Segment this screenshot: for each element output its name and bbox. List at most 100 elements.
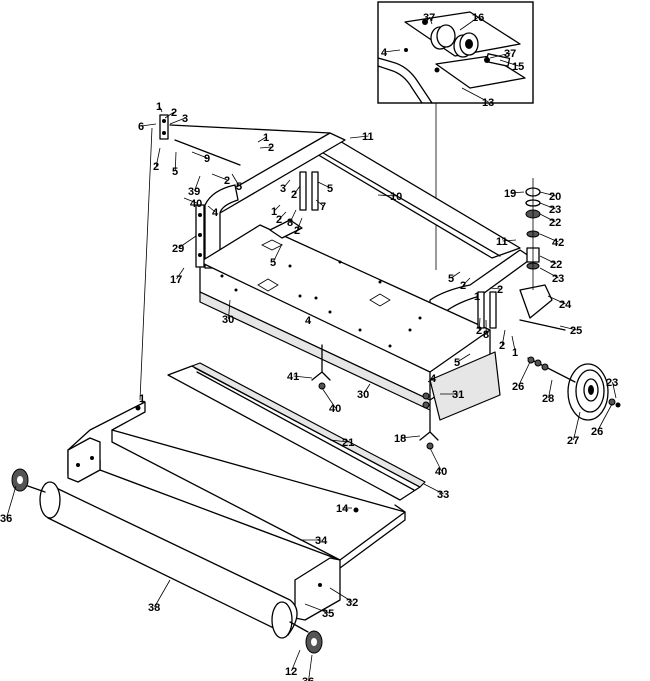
leader-c37b	[489, 52, 511, 59]
leader-c5f	[457, 353, 471, 363]
leader-c2k	[501, 329, 506, 346]
leader-c3b	[282, 179, 291, 189]
leader-c32	[329, 587, 353, 603]
callout-c24: 24	[559, 299, 572, 311]
leader-c36a	[6, 485, 17, 519]
leader-c37a	[429, 16, 433, 25]
callout-c2j: 2	[476, 325, 482, 337]
leader-c12	[291, 649, 301, 672]
leader-c2e	[293, 185, 301, 195]
leader-c41	[293, 375, 313, 379]
callout-c1e: 1	[512, 347, 518, 359]
main-frame	[139, 114, 553, 421]
callout-c13: 13	[482, 97, 494, 109]
leader-c4a	[384, 49, 401, 53]
leader-c42	[539, 233, 559, 243]
callout-c41: 41	[287, 371, 299, 383]
callout-c8b: 8	[483, 329, 489, 341]
callout-c39: 39	[188, 186, 200, 198]
callout-c5a: 5	[172, 166, 178, 178]
leader-c7	[315, 199, 324, 207]
callout-c1c: 1	[271, 206, 277, 218]
callout-c37a: 37	[423, 12, 435, 24]
callout-c18: 18	[394, 433, 406, 445]
callout-c11b: 11	[496, 236, 508, 248]
leader-c40b	[321, 387, 336, 409]
detail-inset	[377, 1, 534, 104]
callout-c1f: 1	[139, 393, 145, 405]
leader-c30b	[363, 383, 371, 395]
leader-c20	[539, 191, 556, 197]
callout-c2e: 2	[291, 189, 297, 201]
leader-c1a	[158, 105, 163, 113]
leader-c4b	[207, 205, 216, 213]
leader-lines	[6, 16, 617, 681]
leader-c2g	[296, 217, 303, 231]
callout-c5e: 5	[448, 273, 454, 285]
callout-c22b: 22	[550, 259, 562, 271]
leader-c26a	[518, 361, 531, 387]
callout-c40a: 40	[190, 198, 202, 210]
callout-c5d: 5	[270, 257, 276, 269]
callout-c21: 21	[342, 437, 354, 449]
callout-c14: 14	[336, 503, 349, 515]
callout-c7: 7	[320, 201, 326, 213]
callout-c6: 6	[138, 121, 144, 133]
leader-c40c	[429, 447, 442, 472]
leader-c11b	[502, 239, 517, 242]
leader-c1d	[476, 291, 479, 297]
callout-c30b: 30	[357, 389, 369, 401]
leader-c21	[329, 439, 349, 443]
leader-c23c	[612, 381, 617, 399]
leader-c27	[573, 411, 581, 441]
leader-c10	[377, 194, 397, 197]
callout-c1a: 1	[156, 101, 162, 113]
leader-c2a	[164, 111, 175, 119]
leader-c29	[178, 235, 197, 249]
callout-c20: 20	[549, 191, 561, 203]
callout-c2d: 2	[224, 175, 230, 187]
callout-c37b: 37	[504, 48, 516, 60]
leader-c15	[499, 59, 519, 67]
callout-c2a: 2	[171, 107, 177, 119]
callout-c34: 34	[315, 535, 328, 547]
callout-c4c: 4	[305, 315, 312, 327]
callout-c29: 29	[172, 243, 184, 255]
callout-c35: 35	[322, 608, 334, 620]
leader-c4c	[307, 319, 311, 323]
callout-c3a: 3	[182, 113, 188, 125]
leader-c2c	[259, 146, 272, 149]
callout-c38: 38	[148, 602, 160, 614]
callout-c2g: 2	[294, 225, 300, 237]
gauge-wheel	[519, 319, 621, 421]
callout-c27: 27	[567, 435, 579, 447]
callout-c15: 15	[512, 61, 524, 73]
callout-c23b: 23	[552, 273, 564, 285]
callout-c5f: 5	[454, 357, 460, 369]
callout-c3b: 3	[280, 183, 286, 195]
leader-c11a	[349, 135, 369, 139]
leader-c4d	[427, 377, 434, 383]
leader-c22a	[539, 213, 556, 223]
callout-c4a: 4	[381, 47, 388, 59]
callout-c31: 31	[452, 389, 464, 401]
leader-c23b	[539, 267, 559, 279]
leader-c23a	[539, 202, 556, 210]
leader-c19	[510, 191, 525, 194]
callout-c1b: 1	[263, 132, 269, 144]
callout-c33: 33	[437, 489, 449, 501]
callout-c12: 12	[285, 666, 297, 678]
leader-c16	[459, 16, 479, 31]
fasteners	[135, 344, 439, 513]
callout-c9: 9	[204, 153, 210, 165]
callout-c26b: 26	[591, 426, 603, 438]
leader-c1e	[511, 335, 516, 353]
leader-c28	[548, 379, 553, 399]
leader-c5c	[317, 181, 331, 189]
callout-c2f: 2	[276, 214, 282, 226]
leader-c8a	[289, 209, 297, 223]
callout-c2k: 2	[499, 340, 505, 352]
leader-c9	[191, 151, 208, 159]
